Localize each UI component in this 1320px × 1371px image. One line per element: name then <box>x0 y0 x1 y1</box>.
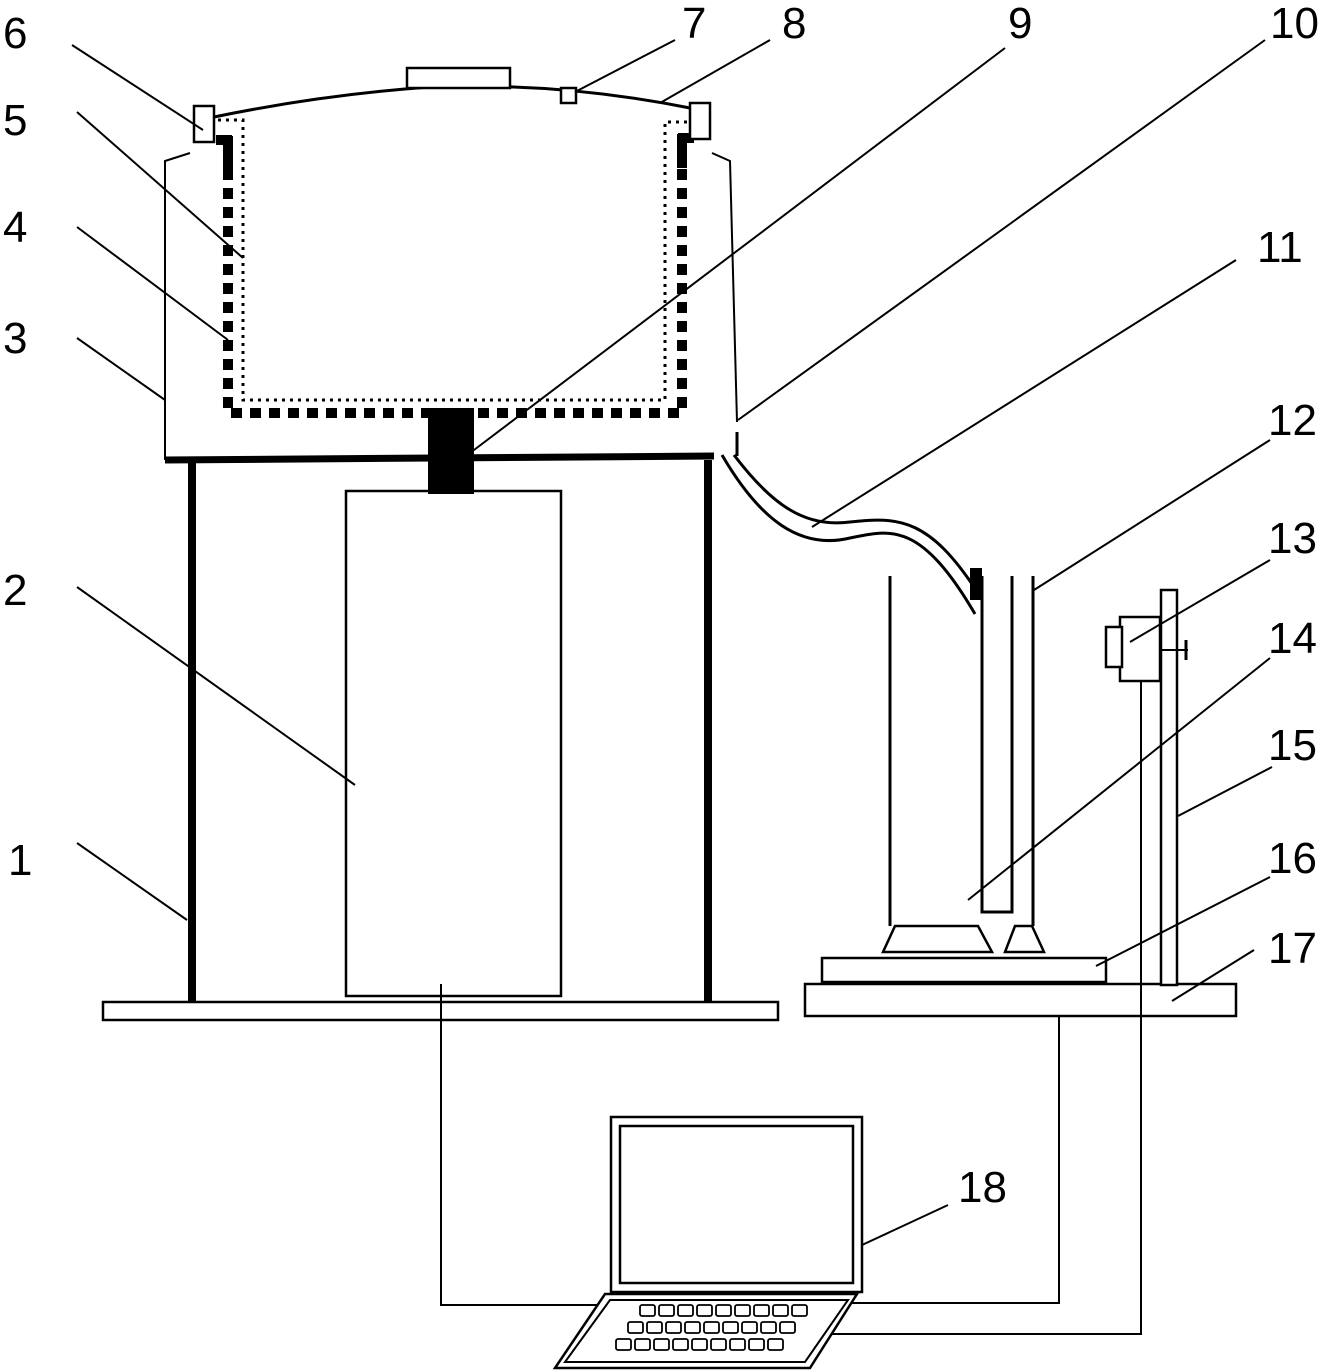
keyboard-key <box>653 1338 670 1351</box>
keyboard-key <box>729 1338 746 1351</box>
keyboard-key <box>767 1338 784 1351</box>
label-1: 1 <box>8 836 32 885</box>
lid-knob <box>405 66 512 90</box>
dotted-membrane <box>210 118 700 402</box>
keyboard-key <box>779 1321 796 1334</box>
label-14: 14 <box>1268 614 1317 663</box>
label-3: 3 <box>3 314 27 363</box>
keyboard-key <box>791 1304 808 1317</box>
inner-liner <box>223 150 687 418</box>
keyboard-key <box>772 1304 789 1317</box>
keyboard-key <box>741 1321 758 1334</box>
label-10: 10 <box>1270 0 1319 48</box>
keyboard-key <box>677 1304 694 1317</box>
part-labels: 1 2 3 4 5 6 7 8 9 10 11 12 13 14 15 16 1… <box>3 0 1319 1212</box>
laptop-screen <box>618 1124 855 1285</box>
outer-tank <box>164 152 738 460</box>
keyboard-key <box>615 1338 632 1351</box>
laptop-computer <box>552 1115 864 1370</box>
keyboard-key <box>672 1338 689 1351</box>
left-clamp <box>192 104 216 144</box>
right-base-plate <box>803 982 1238 1018</box>
keyboard-key <box>715 1304 732 1317</box>
column-clip <box>970 568 982 600</box>
label-2: 2 <box>3 566 27 615</box>
foot-left <box>881 924 995 954</box>
keyboard-key <box>734 1304 751 1317</box>
camera-lens <box>1104 625 1124 669</box>
label-4: 4 <box>3 203 27 252</box>
balance-platform <box>820 956 1108 984</box>
tube-inner <box>732 454 978 591</box>
wire-balance <box>852 1016 1060 1304</box>
wire-motor <box>440 984 612 1306</box>
keyboard-key <box>696 1304 713 1317</box>
leader-lines <box>71 39 1273 1246</box>
measuring-column <box>888 576 1035 926</box>
keyboard-key <box>691 1338 708 1351</box>
label-11: 11 <box>1257 223 1303 272</box>
camera-body <box>1118 615 1162 683</box>
keyboard-key <box>760 1321 777 1334</box>
label-12: 12 <box>1268 396 1317 445</box>
label-5: 5 <box>3 96 27 145</box>
keyboard-key <box>639 1304 656 1317</box>
stand-pole <box>1159 588 1179 987</box>
shaft-block <box>428 408 474 494</box>
keyboard-key <box>627 1321 644 1334</box>
label-13: 13 <box>1268 514 1317 563</box>
lid-sensor <box>559 86 578 105</box>
keyboard-key <box>684 1321 701 1334</box>
label-8: 8 <box>782 0 806 48</box>
laptop-keyboard <box>615 1304 808 1351</box>
keyboard-key <box>710 1338 727 1351</box>
keyboard-key <box>722 1321 739 1334</box>
tube-outer <box>720 454 977 615</box>
keyboard-key <box>703 1321 720 1334</box>
label-17: 17 <box>1268 924 1317 973</box>
wire-camera <box>818 1024 1142 1335</box>
keyboard-key <box>665 1321 682 1334</box>
right-clamp <box>688 101 712 141</box>
keyboard-key <box>646 1321 663 1334</box>
label-16: 16 <box>1268 834 1317 883</box>
inner-tube <box>980 576 1014 914</box>
keyboard-key <box>658 1304 675 1317</box>
label-6: 6 <box>3 9 27 58</box>
motor-body <box>344 489 563 998</box>
label-15: 15 <box>1268 721 1317 770</box>
keyboard-key <box>753 1304 770 1317</box>
keyboard-key <box>634 1338 651 1351</box>
label-18: 18 <box>958 1163 1007 1212</box>
lid-arc <box>213 84 691 119</box>
label-7: 7 <box>682 0 706 48</box>
keyboard-key <box>748 1338 765 1351</box>
foot-right <box>1003 924 1046 954</box>
label-9: 9 <box>1008 0 1032 48</box>
